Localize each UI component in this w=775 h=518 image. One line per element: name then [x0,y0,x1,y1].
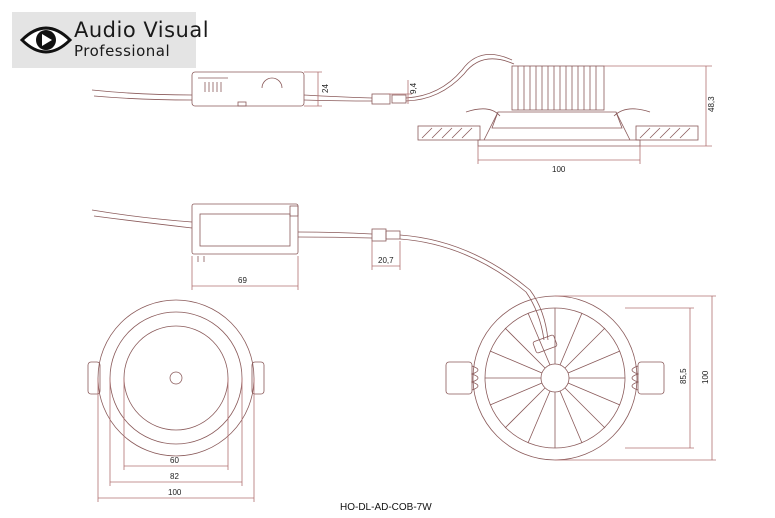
dim-outer-diameter: 100 [168,488,182,497]
eye-icon [20,26,72,54]
ceiling-section [417,125,699,141]
model-caption: HO-DL-AD-COB-7W [340,502,432,513]
brand-logo: Audio Visual Professional [12,12,209,68]
dim-connector-height: 9,4 [409,82,418,94]
middle-driver-view [91,203,549,341]
front-view [87,299,265,502]
back-view [445,295,716,461]
driver-body-top [191,71,305,107]
dim-back-inner: 85,5 [679,368,688,384]
dim-middle-diameter: 82 [170,472,179,481]
dim-connector-length: 20,7 [378,256,394,265]
driver-body-side [191,203,299,255]
logo-subtitle: Professional [74,42,171,60]
top-side-view [91,53,712,164]
dim-driver-height: 24 [321,84,330,93]
connector-top [371,93,391,105]
heatsink [511,65,605,111]
connector-side [371,228,387,242]
dim-fixture-height: 48,3 [707,96,716,112]
dim-driver-length: 69 [238,276,247,285]
dim-inner-diameter: 60 [170,456,179,465]
dim-fixture-width: 100 [552,165,566,174]
dim-back-outer: 100 [701,370,710,384]
logo-title: Audio Visual [74,18,210,42]
